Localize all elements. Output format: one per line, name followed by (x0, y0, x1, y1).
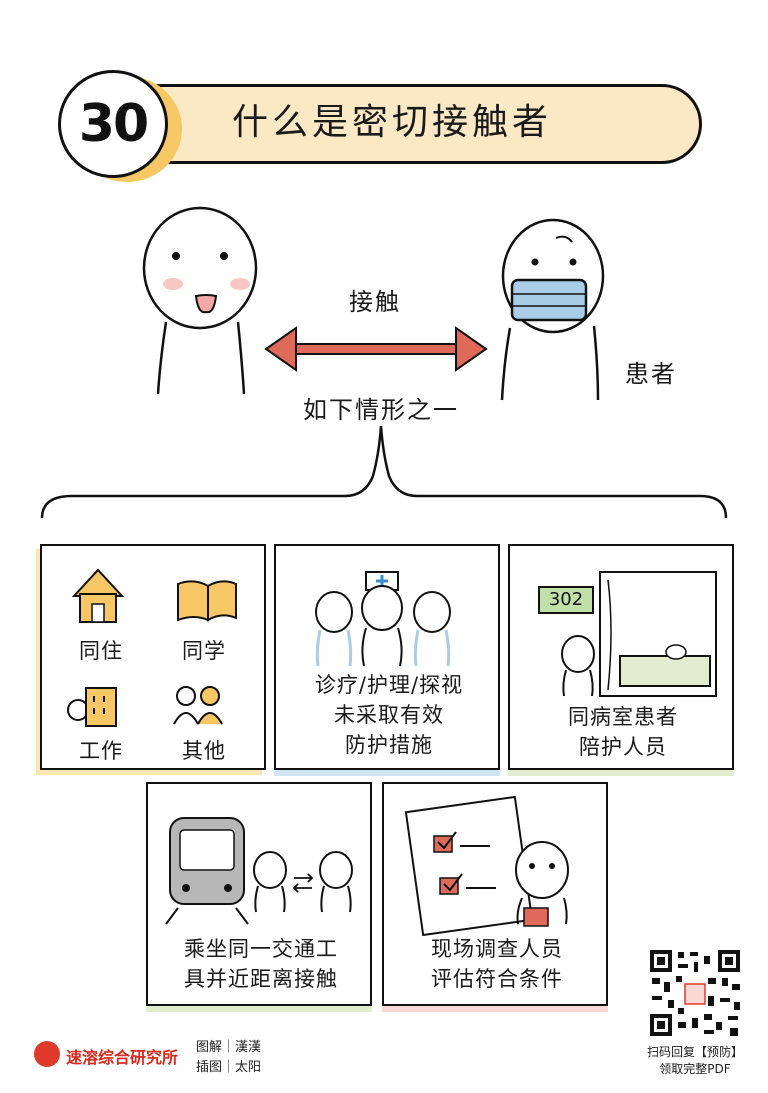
credits: 图解｜漢漢 插图｜太阳 (196, 1038, 261, 1078)
household-item-other: 其他 (182, 739, 226, 763)
number-badge: 30 (58, 70, 168, 178)
room-number-sign: 302 (538, 586, 594, 614)
investigator-icon (515, 841, 569, 927)
ward-line-2: 陪护人员 (579, 735, 667, 759)
two-way-arrow-icon (264, 326, 488, 372)
assessment-line-2: 评估符合条件 (431, 967, 563, 991)
checklist-icon (404, 795, 534, 937)
people-icon (173, 686, 223, 725)
transport-line-1: 乘坐同一交通工 (184, 937, 338, 961)
ward-line-1: 同病室患者 (568, 705, 678, 729)
book-icon (177, 580, 237, 622)
credit-illustration-design: 图解｜漢漢 (196, 1040, 262, 1055)
patient-label: 患者 (625, 360, 677, 388)
household-item-live-together: 同住 (79, 639, 123, 663)
contact-scene-illustration (40, 206, 728, 519)
medical-line-1: 诊疗/护理/探视 (314, 673, 464, 697)
transport-line-2: 具并近距离接触 (184, 967, 338, 991)
credit-drawing: 插图｜太阳 (196, 1060, 262, 1075)
qr-caption-line-1: 扫码回复【预防】 (646, 1045, 743, 1059)
contact-label: 接触 (349, 288, 401, 316)
qr-caption: 扫码回复【预防】 领取完整PDF (640, 1044, 750, 1078)
hospital-room-icon (561, 571, 717, 697)
card-medical: 诊疗/护理/探视 未采取有效 防护措施 (274, 544, 500, 770)
condition-label: 如下情形之一 (303, 396, 459, 424)
household-item-classmates: 同学 (182, 639, 226, 663)
medical-line-3: 防护措施 (345, 733, 433, 757)
page-title: 什么是密切接触者 (232, 102, 553, 143)
person-left-icon (142, 206, 258, 395)
house-icon (71, 568, 125, 623)
medical-staff-icon (315, 571, 451, 667)
logo-icon (34, 1041, 60, 1067)
logo-text: 速溶综合研究所 (66, 1048, 179, 1067)
brace-bracket (40, 425, 728, 519)
medical-line-2: 未采取有效 (334, 703, 444, 727)
patient-masked-icon (500, 218, 605, 401)
card-household: 同住 同学 工作 其他 (40, 544, 266, 770)
card-assessment: 现场调查人员 评估符合条件 (382, 782, 608, 1006)
passengers-icon (253, 851, 353, 913)
household-item-work: 工作 (79, 739, 123, 763)
qr-caption-line-2: 领取完整PDF (659, 1062, 731, 1076)
card-ward: 302 同病室患者 陪护人员 (508, 544, 734, 770)
title-banner (120, 84, 702, 164)
qr-code[interactable] (648, 948, 742, 1038)
assessment-line-1: 现场调查人员 (431, 937, 563, 961)
office-building-icon (67, 687, 117, 727)
train-icon (165, 817, 249, 925)
card-transport: 乘坐同一交通工 具并近距离接触 (146, 782, 372, 1006)
